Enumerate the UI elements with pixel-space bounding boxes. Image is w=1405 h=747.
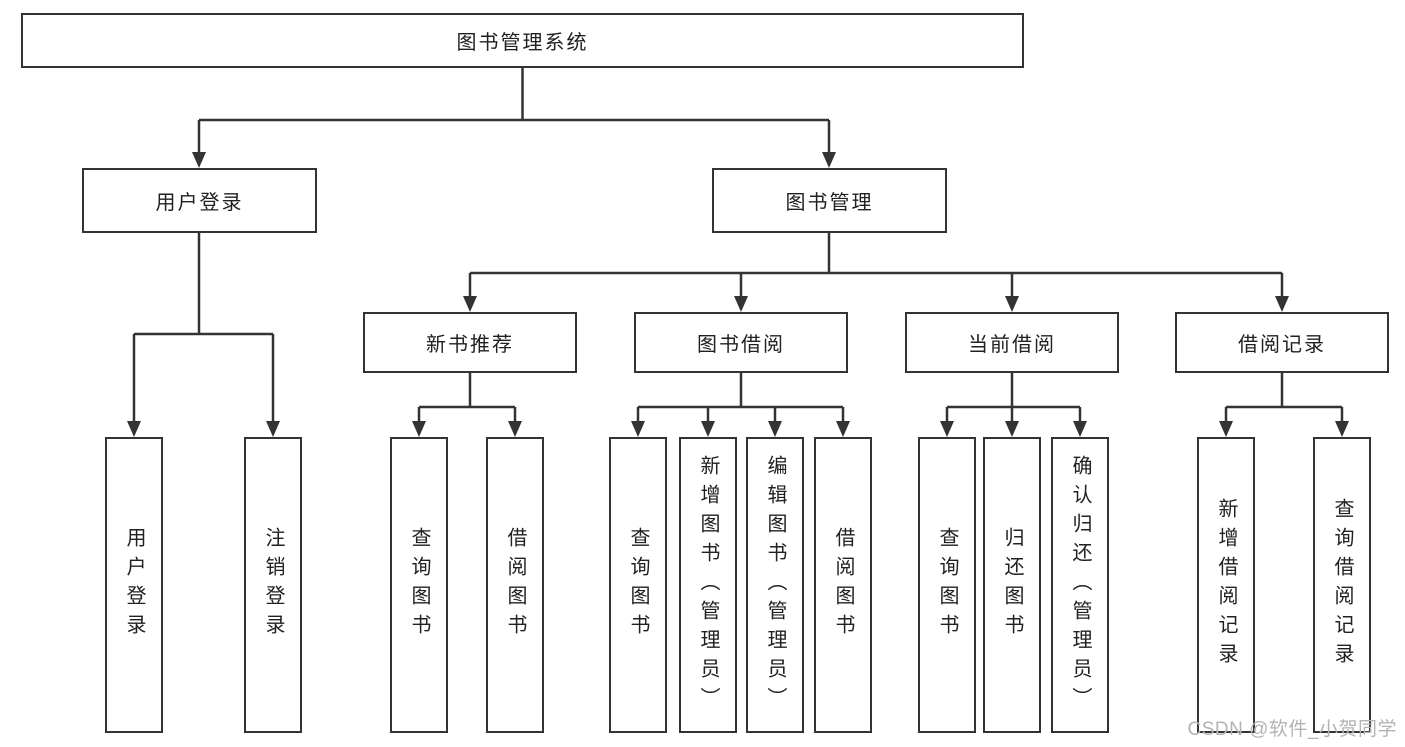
node-book-borrowing: 图书借阅 bbox=[634, 312, 848, 373]
leaf-borrow-books-1: 借阅图书 bbox=[486, 437, 544, 733]
leaf-query-books-1-label: 查询图书 bbox=[408, 527, 430, 643]
leaf-edit-book-admin-label: 编辑图书（管理员） bbox=[764, 454, 786, 716]
arrow-down-icon bbox=[701, 421, 715, 437]
leaf-borrow-books-2: 借阅图书 bbox=[814, 437, 872, 733]
leaf-query-books-2: 查询图书 bbox=[609, 437, 667, 733]
node-borrowing-records-label: 借阅记录 bbox=[1238, 334, 1326, 356]
node-current-borrowing: 当前借阅 bbox=[905, 312, 1119, 373]
connector-lines bbox=[132, 68, 1344, 423]
leaf-query-borrow-record: 查询借阅记录 bbox=[1313, 437, 1371, 733]
leaf-query-books-2-label: 查询图书 bbox=[627, 527, 649, 643]
node-current-borrowing-label: 当前借阅 bbox=[968, 334, 1056, 356]
node-user-login: 用户登录 bbox=[82, 168, 317, 233]
leaf-user-login: 用户登录 bbox=[105, 437, 163, 733]
node-library-system: 图书管理系统 bbox=[21, 13, 1024, 68]
leaf-user-login-label: 用户登录 bbox=[123, 527, 145, 643]
arrow-down-icon bbox=[940, 421, 954, 437]
arrow-down-icon bbox=[1005, 296, 1019, 312]
node-borrowing-records: 借阅记录 bbox=[1175, 312, 1389, 373]
arrow-down-icon bbox=[734, 296, 748, 312]
arrow-down-icon bbox=[412, 421, 426, 437]
arrow-down-icon bbox=[508, 421, 522, 437]
arrow-down-icon bbox=[1219, 421, 1233, 437]
leaf-return-book: 归还图书 bbox=[983, 437, 1041, 733]
leaf-confirm-return-admin: 确认归还（管理员） bbox=[1051, 437, 1109, 733]
node-book-management: 图书管理 bbox=[712, 168, 947, 233]
leaf-add-borrow-record: 新增借阅记录 bbox=[1197, 437, 1255, 733]
node-new-book-recommend-label: 新书推荐 bbox=[426, 334, 514, 356]
arrow-down-icon bbox=[266, 421, 280, 437]
leaf-query-books-3-label: 查询图书 bbox=[936, 527, 958, 643]
arrow-down-icon bbox=[768, 421, 782, 437]
leaf-query-books-1: 查询图书 bbox=[390, 437, 448, 733]
arrow-down-icon bbox=[192, 152, 206, 168]
leaf-return-book-label: 归还图书 bbox=[1001, 527, 1023, 643]
arrow-down-icon bbox=[127, 421, 141, 437]
leaf-add-book-admin: 新增图书（管理员） bbox=[679, 437, 737, 733]
leaf-add-borrow-record-label: 新增借阅记录 bbox=[1215, 498, 1237, 672]
leaf-logout-login-label: 注销登录 bbox=[262, 527, 284, 643]
arrow-down-icon bbox=[822, 152, 836, 168]
node-new-book-recommend: 新书推荐 bbox=[363, 312, 577, 373]
arrow-down-icon bbox=[1275, 296, 1289, 312]
leaf-edit-book-admin: 编辑图书（管理员） bbox=[746, 437, 804, 733]
arrow-down-icon bbox=[836, 421, 850, 437]
node-book-borrowing-label: 图书借阅 bbox=[697, 334, 785, 356]
csdn-watermark: CSDN @软件_小贺同学 bbox=[1187, 719, 1397, 740]
leaf-add-book-admin-label: 新增图书（管理员） bbox=[697, 454, 719, 716]
arrow-down-icon bbox=[631, 421, 645, 437]
leaf-borrow-books-1-label: 借阅图书 bbox=[504, 527, 526, 643]
leaf-logout-login: 注销登录 bbox=[244, 437, 302, 733]
leaf-borrow-books-2-label: 借阅图书 bbox=[832, 527, 854, 643]
leaf-query-borrow-record-label: 查询借阅记录 bbox=[1331, 498, 1353, 672]
node-book-management-label: 图书管理 bbox=[785, 192, 874, 214]
leaf-query-books-3: 查询图书 bbox=[918, 437, 976, 733]
node-library-system-label: 图书管理系统 bbox=[456, 32, 589, 54]
arrow-down-icon bbox=[463, 296, 477, 312]
node-user-login-label: 用户登录 bbox=[155, 192, 244, 214]
arrow-down-icon bbox=[1335, 421, 1349, 437]
leaf-confirm-return-admin-label: 确认归还（管理员） bbox=[1069, 454, 1091, 716]
arrowheads bbox=[127, 152, 1349, 437]
arrow-down-icon bbox=[1073, 421, 1087, 437]
arrow-down-icon bbox=[1005, 421, 1019, 437]
